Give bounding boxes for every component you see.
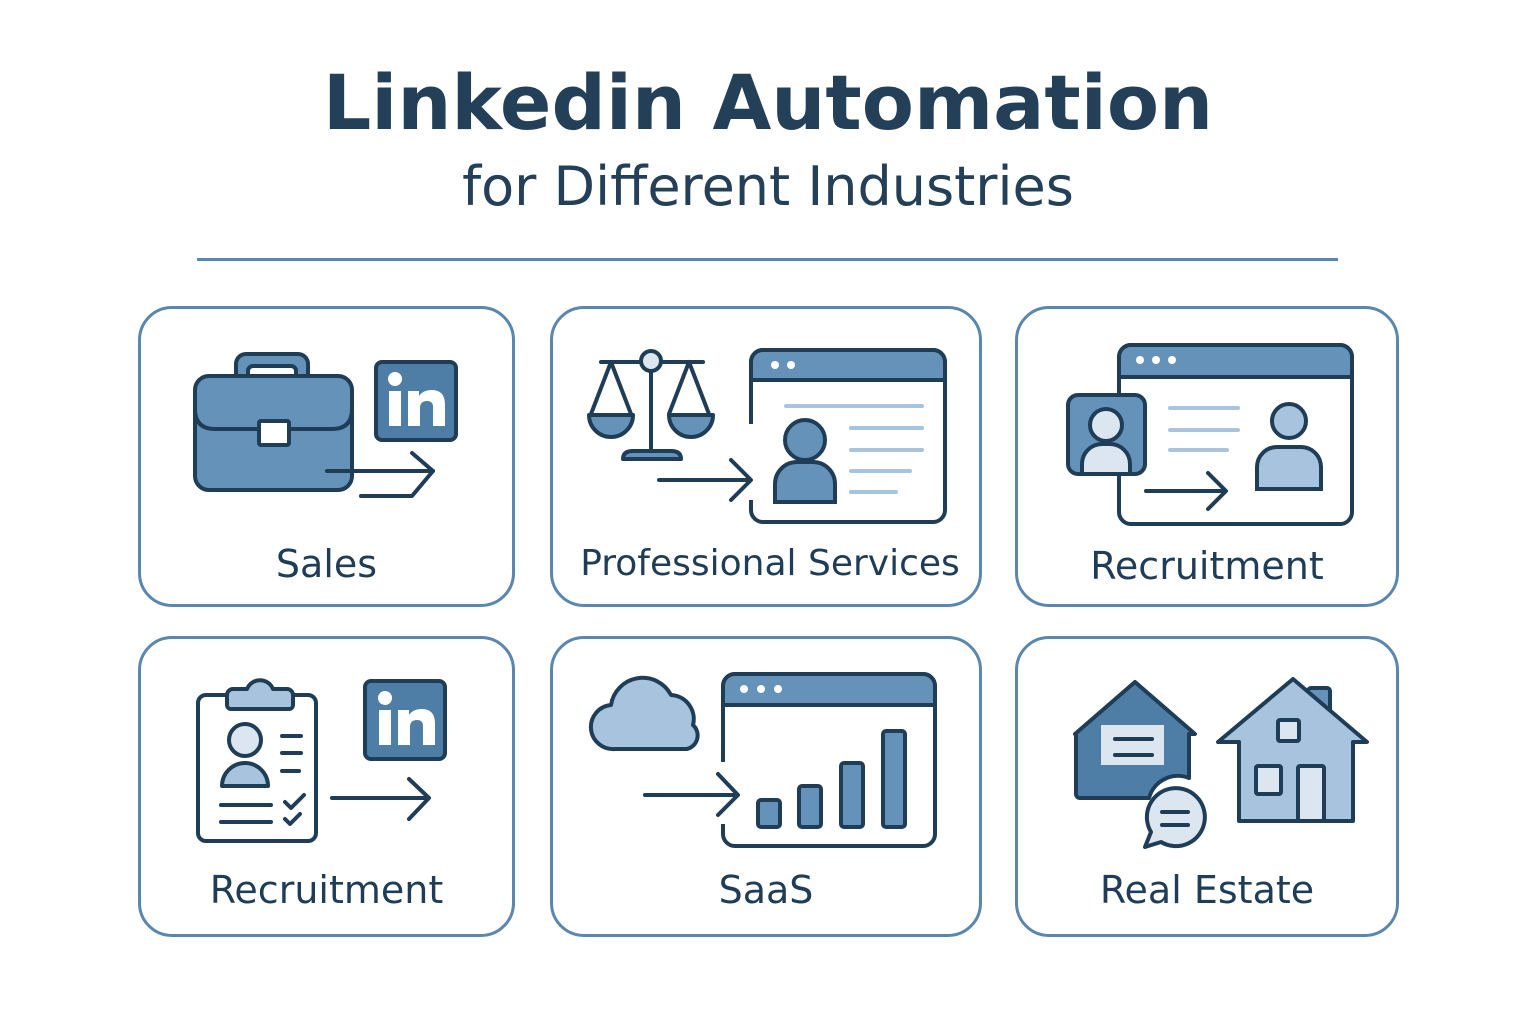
arrow-right-icon bbox=[330, 777, 431, 821]
bar-chart-icon bbox=[756, 729, 907, 829]
saas-illustration bbox=[588, 672, 937, 848]
checkmark-icon bbox=[283, 793, 306, 826]
text-lines bbox=[1168, 406, 1240, 452]
card-label: Recruitment bbox=[1090, 544, 1324, 588]
resume-lines bbox=[219, 734, 303, 824]
cloud-icon bbox=[588, 675, 700, 752]
scales-of-justice-icon bbox=[587, 349, 715, 461]
chat-bubble-icon bbox=[1143, 786, 1207, 849]
page-subtitle: for Different Industries bbox=[462, 155, 1074, 218]
title-divider bbox=[197, 258, 1338, 261]
linkedin-icon bbox=[374, 360, 458, 442]
professional-services-illustration bbox=[587, 348, 947, 524]
house-icon bbox=[1216, 677, 1369, 823]
page-title: Linkedin Automation bbox=[322, 58, 1214, 147]
profile-icon bbox=[773, 418, 837, 504]
profile-text-lines bbox=[784, 404, 924, 494]
industry-card-recruitment-bottom: Recruitment bbox=[138, 636, 515, 937]
card-label: Recruitment bbox=[209, 868, 444, 912]
industry-card-professional-services: Professional Services bbox=[550, 306, 982, 607]
card-label: SaaS bbox=[718, 868, 814, 912]
recruitment-browser-illustration bbox=[1066, 343, 1354, 526]
card-label: Sales bbox=[275, 542, 378, 586]
briefcase-icon bbox=[193, 352, 354, 492]
real-estate-illustration bbox=[1073, 677, 1369, 849]
industry-card-saas: SaaS bbox=[550, 636, 982, 937]
linkedin-icon bbox=[363, 679, 447, 761]
arrow-right-icon bbox=[1144, 471, 1228, 511]
card-label: Real Estate bbox=[1099, 868, 1315, 912]
candidate-photo-icon bbox=[1066, 393, 1147, 476]
recruitment-clipboard-illustration bbox=[196, 678, 447, 843]
industry-card-sales: Sales bbox=[138, 306, 515, 607]
industry-card-recruitment-top: Recruitment bbox=[1015, 306, 1399, 607]
arrow-right-icon bbox=[325, 451, 435, 498]
person-icon bbox=[1255, 402, 1323, 491]
arrow-right-icon bbox=[657, 458, 753, 502]
industry-card-real-estate: Real Estate bbox=[1015, 636, 1399, 937]
house-listing-icon bbox=[1073, 680, 1197, 800]
sales-illustration bbox=[193, 352, 458, 498]
browser-window-icon bbox=[1117, 343, 1354, 526]
card-label: Professional Services bbox=[580, 543, 960, 584]
arrow-right-icon bbox=[643, 772, 740, 817]
